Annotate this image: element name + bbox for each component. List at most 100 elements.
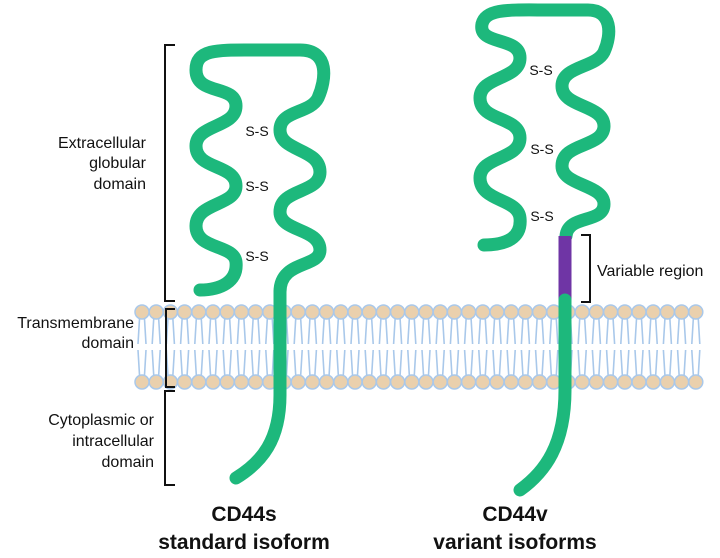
- lipid-tails: [463, 318, 474, 345]
- lipid-tails: [591, 318, 602, 345]
- lipid-tails: [492, 349, 502, 376]
- lipid-tails: [350, 318, 360, 345]
- lipid-head: [219, 374, 235, 390]
- lipid-head: [418, 374, 434, 390]
- cd44s-protein: S-S S-S S-S: [189, 43, 331, 485]
- lipid-tails: [549, 318, 559, 345]
- lipid-tails: [691, 318, 701, 345]
- lipid-tails: [364, 349, 374, 376]
- lipid-tails: [676, 318, 687, 345]
- lipid-tails: [392, 349, 403, 376]
- lipid-head: [361, 304, 377, 320]
- lipid-tails: [137, 318, 147, 345]
- lipid-tails: [250, 349, 261, 376]
- lipid-head: [631, 304, 647, 320]
- lipid-head: [503, 374, 519, 390]
- lipid-tails: [435, 349, 445, 376]
- lipid-head: [574, 304, 590, 320]
- lipid-head: [475, 374, 491, 390]
- lipid-head: [432, 304, 448, 320]
- lipid-tails: [378, 349, 389, 376]
- lipid-tails: [293, 318, 303, 345]
- lipid-head: [673, 304, 690, 320]
- cd44v-subtitle: variant isoforms: [433, 531, 596, 554]
- lipid-head: [134, 374, 150, 390]
- lipid-tails: [236, 349, 247, 376]
- lipid-head: [176, 304, 193, 320]
- lipid-head: [304, 374, 321, 390]
- lipid-head: [531, 304, 548, 320]
- cd44s-subtitle: standard isoform: [158, 531, 330, 554]
- lipid-tails: [605, 349, 616, 376]
- lipid-head: [489, 304, 505, 320]
- lipid-tails: [506, 318, 516, 345]
- cytoplasmic-label-line1: Cytoplasmic or: [48, 412, 154, 429]
- lipid-tails: [634, 318, 644, 345]
- lipid-tails: [364, 318, 374, 345]
- lipid-head: [645, 304, 661, 320]
- cd44v-protein: S-S S-S S-S: [473, 3, 616, 497]
- lipid-head: [290, 374, 306, 390]
- lipid-tails: [265, 318, 275, 345]
- lipid-head: [446, 304, 463, 320]
- cd44v-extracellular-chain: [473, 3, 616, 252]
- lipid-tails: [137, 349, 147, 376]
- lipid-head: [247, 374, 264, 390]
- lipid-head: [432, 374, 448, 390]
- lipid-head: [389, 374, 406, 390]
- lipid-tails: [691, 349, 701, 376]
- lipid-tails: [336, 318, 346, 345]
- lipid-head: [176, 374, 193, 390]
- lipid-tails: [648, 318, 658, 345]
- lipid-head: [531, 374, 548, 390]
- lipid-head: [617, 304, 633, 320]
- lipid-tails: [407, 349, 417, 376]
- lipid-tails: [392, 318, 403, 345]
- lipid-tails: [435, 318, 445, 345]
- lipid-head: [347, 304, 363, 320]
- extracellular-label-line1: Extracellular: [58, 135, 147, 152]
- lipid-head: [631, 374, 647, 390]
- lipid-head: [375, 374, 392, 390]
- lipid-head: [191, 374, 207, 390]
- lipid-tails: [676, 349, 687, 376]
- lipid-tails: [307, 349, 318, 376]
- variable-region-label: Variable region: [597, 263, 703, 280]
- variable-region-bracket: [581, 234, 591, 303]
- extracellular-bracket: [164, 44, 175, 302]
- lipid-tails: [250, 318, 261, 345]
- lipid-tails: [165, 318, 176, 345]
- lipid-head: [688, 374, 704, 390]
- lipid-head: [347, 374, 363, 390]
- cytoplasmic-label-line3: domain: [102, 454, 154, 471]
- lipid-head: [517, 374, 534, 390]
- lipid-tails: [534, 318, 545, 345]
- lipid-tails: [336, 349, 346, 376]
- cd44v-disulfide-bond-3: S-S: [530, 208, 553, 224]
- lipid-bilayer-membrane: [134, 304, 704, 390]
- lipid-tails: [179, 349, 190, 376]
- lipid-tails: [534, 349, 545, 376]
- lipid-tails: [620, 349, 630, 376]
- lipid-head: [475, 304, 491, 320]
- lipid-head: [602, 374, 619, 390]
- lipid-head: [389, 304, 406, 320]
- lipid-head: [290, 304, 306, 320]
- domain-brackets: [164, 44, 591, 486]
- lipid-head: [148, 304, 164, 320]
- lipid-head: [588, 374, 605, 390]
- lipid-tails: [449, 349, 460, 376]
- lipid-tails: [421, 318, 431, 345]
- lipid-tails: [506, 349, 516, 376]
- lipid-head: [517, 304, 534, 320]
- lipid-head: [588, 304, 605, 320]
- lipid-tails: [208, 318, 218, 345]
- lipid-tails: [165, 349, 176, 376]
- lipid-head: [205, 374, 221, 390]
- lipid-tails: [194, 318, 204, 345]
- lipid-head: [333, 374, 349, 390]
- cd44v-disulfide-bond-2: S-S: [530, 141, 553, 157]
- cd44s-transmembrane-segment: [229, 285, 287, 485]
- lipid-head: [247, 304, 264, 320]
